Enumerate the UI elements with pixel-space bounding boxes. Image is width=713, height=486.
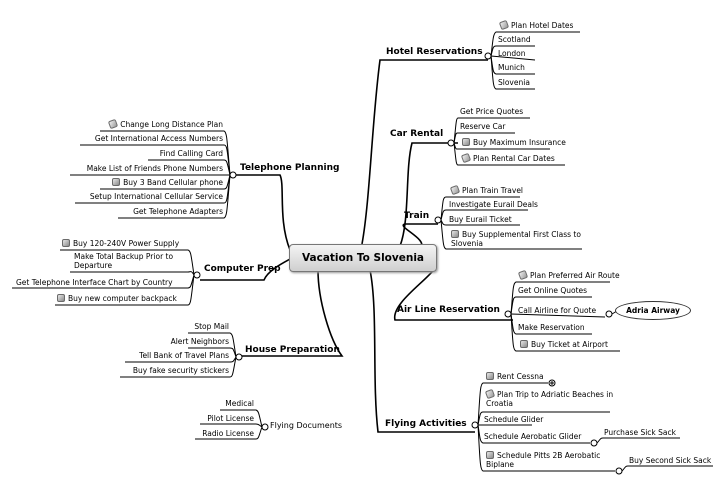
car-sub-lines: [447, 117, 565, 166]
node-alert-neighbors[interactable]: Alert Neighbors: [170, 337, 229, 346]
node-plan-train-travel[interactable]: Plan Train Travel: [449, 184, 523, 196]
node-investigate-eurail-deals[interactable]: Investigate Eurail Deals: [449, 200, 538, 209]
node-plan-preferred-air-route[interactable]: Plan Preferred Air Route: [517, 269, 620, 281]
node-pilot-license[interactable]: Pilot License: [207, 414, 254, 423]
branch-air-line-reservation[interactable]: Air Line Reservation: [397, 305, 500, 315]
callout-adria-airway[interactable]: Adria Airway: [615, 301, 691, 320]
node-medical[interactable]: Medical: [225, 399, 254, 408]
branch-flying-documents[interactable]: Flying Documents: [270, 421, 343, 430]
shopping-icon: [57, 294, 65, 302]
shopping-icon: [520, 340, 528, 348]
branch-car-rental[interactable]: Car Rental: [390, 129, 444, 139]
node-change-long-distance-plan[interactable]: Change Long Distance Plan: [108, 118, 223, 130]
node-buy-power-supply[interactable]: Buy 120-240V Power Supply: [62, 239, 179, 248]
node-london[interactable]: London: [498, 49, 526, 58]
node-purchase-sick-sack[interactable]: Purchase Sick Sack: [604, 428, 676, 437]
node-radio-license[interactable]: Radio License: [202, 429, 254, 438]
pushpin-icon: [484, 388, 496, 400]
telephone-sub-lines: [70, 130, 237, 219]
branch-computer-prep[interactable]: Computer Prep: [204, 264, 281, 274]
central-topic-label: Vacation To Slovenia: [301, 252, 425, 264]
node-find-calling-card[interactable]: Find Calling Card: [159, 149, 223, 158]
computer-sub-lines: [12, 249, 201, 306]
node-buy-ticket-at-airport[interactable]: Buy Ticket at Airport: [520, 340, 608, 349]
shopping-icon: [462, 138, 470, 146]
node-buy-fake-security-stickers[interactable]: Buy fake security stickers: [132, 366, 229, 375]
node-make-total-backup[interactable]: Make Total Backup Prior to Departure: [74, 252, 174, 270]
pushpin-icon: [498, 19, 510, 31]
node-munich[interactable]: Munich: [498, 63, 525, 72]
node-make-reservation[interactable]: Make Reservation: [518, 323, 585, 332]
branch-telephone-planning[interactable]: Telephone Planning: [240, 163, 340, 173]
shopping-icon: [486, 372, 494, 380]
hotel-sub-lines: [484, 31, 580, 90]
node-buy-supplemental-first-class[interactable]: Buy Supplemental First Class to Slovenia: [451, 230, 581, 248]
shopping-icon: [486, 451, 494, 459]
node-slovenia[interactable]: Slovenia: [498, 78, 530, 87]
branch-hotel-reservations[interactable]: Hotel Reservations: [386, 47, 483, 57]
node-get-telephone-interface-chart[interactable]: Get Telephone Interface Chart by Country: [16, 278, 173, 287]
node-plan-trip-adriatic[interactable]: Plan Trip to Adriatic Beaches in Croatia: [484, 388, 614, 408]
air-sub-lines: [504, 281, 620, 352]
house-sub-lines: [120, 332, 243, 378]
train-sub-lines: [434, 196, 582, 250]
node-schedule-aerobatic-glider[interactable]: Schedule Aerobatic Glider: [484, 432, 582, 441]
node-scotland[interactable]: Scotland: [498, 35, 531, 44]
shopping-icon: [112, 178, 121, 186]
pushpin-icon: [460, 152, 472, 164]
branch-house-preparation[interactable]: House Preparation: [245, 345, 340, 355]
branch-train[interactable]: Train: [404, 211, 430, 221]
node-rent-cessna[interactable]: Rent Cessna: [486, 372, 544, 381]
node-get-price-quotes[interactable]: Get Price Quotes: [460, 107, 524, 116]
node-make-list-of-friends-phone-numbers[interactable]: Make List of Friends Phone Numbers: [86, 164, 223, 173]
node-buy-maximum-insurance[interactable]: Buy Maximum Insurance: [462, 138, 566, 147]
pushpin-icon: [449, 184, 461, 196]
node-get-online-quotes[interactable]: Get Online Quotes: [518, 286, 588, 295]
node-get-telephone-adapters[interactable]: Get Telephone Adapters: [133, 207, 223, 216]
node-buy-second-sick-sack[interactable]: Buy Second Sick Sack: [629, 456, 712, 465]
node-tell-bank[interactable]: Tell Bank of Travel Plans: [139, 351, 229, 360]
node-plan-rental-car-dates[interactable]: Plan Rental Car Dates: [460, 152, 555, 164]
central-topic[interactable]: Vacation To Slovenia: [289, 244, 437, 272]
node-buy-eurail-ticket[interactable]: Buy Eurail Ticket: [449, 215, 512, 224]
node-plan-hotel-dates[interactable]: Plan Hotel Dates: [498, 19, 573, 31]
flying-sub-lines: [471, 379, 713, 475]
shopping-icon: [62, 239, 70, 247]
node-setup-international-cellular-service[interactable]: Setup International Cellular Service: [89, 192, 223, 201]
node-stop-mail[interactable]: Stop Mail: [194, 322, 229, 331]
branch-flying-activities[interactable]: Flying Activities: [385, 419, 467, 429]
node-reserve-car[interactable]: Reserve Car: [460, 122, 506, 131]
node-schedule-glider[interactable]: Schedule Glider: [484, 415, 544, 424]
node-get-international-access-numbers[interactable]: Get International Access Numbers: [94, 134, 223, 143]
pushpin-icon: [108, 118, 119, 130]
node-call-airline-for-quote[interactable]: Call Airline for Quote: [518, 306, 597, 315]
documents-sub-lines: [195, 409, 269, 440]
node-buy-3-band-cellular-phone[interactable]: Buy 3 Band Cellular phone: [112, 178, 223, 187]
node-buy-computer-backpack[interactable]: Buy new computer backpack: [57, 294, 177, 303]
pushpin-icon: [517, 269, 529, 281]
shopping-icon: [451, 230, 459, 238]
node-schedule-pitts[interactable]: Schedule Pitts 2B Aerobatic Biplane: [486, 451, 601, 469]
